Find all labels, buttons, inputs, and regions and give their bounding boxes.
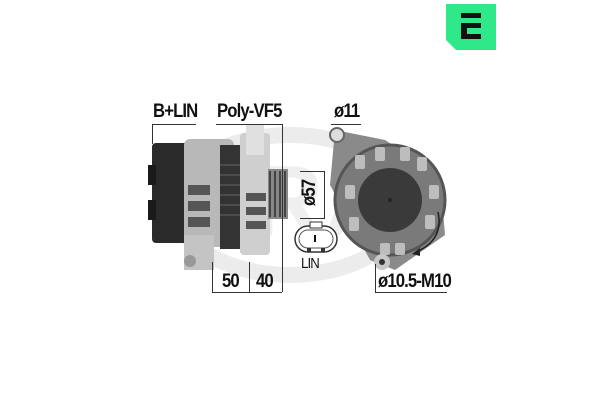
- pulley-leader-line: [282, 124, 283, 292]
- connector-label-line: [152, 124, 196, 125]
- pulley-label: Poly-VF5: [217, 101, 282, 122]
- pulley-diameter-bracket: [300, 171, 325, 219]
- pulley-label-line: [216, 124, 282, 125]
- dim-left-label: 50: [222, 271, 240, 292]
- pulley-diameter-label: ø57: [299, 179, 320, 206]
- bottom-hole-label: ø10.5-M10: [378, 271, 452, 292]
- era-logo-icon: [446, 4, 496, 50]
- alternator-front-view: [329, 127, 447, 270]
- dim-right-label: 40: [256, 271, 274, 292]
- alternator-side-view: [148, 125, 288, 270]
- lin-plug-icon: [294, 221, 338, 253]
- connector-leader-line: [152, 124, 153, 144]
- dim-right-line: [248, 292, 282, 293]
- clockwise-arrow-icon: [412, 211, 440, 256]
- plug-label: LIN: [301, 255, 320, 272]
- top-hole-label: ø11: [334, 101, 360, 122]
- bottom-hole-line: [375, 292, 447, 293]
- bottom-hole-leader: [375, 264, 376, 292]
- dim-left-box: [212, 262, 250, 293]
- connector-label: B+LIN: [153, 101, 198, 122]
- top-hole-line: [331, 124, 361, 125]
